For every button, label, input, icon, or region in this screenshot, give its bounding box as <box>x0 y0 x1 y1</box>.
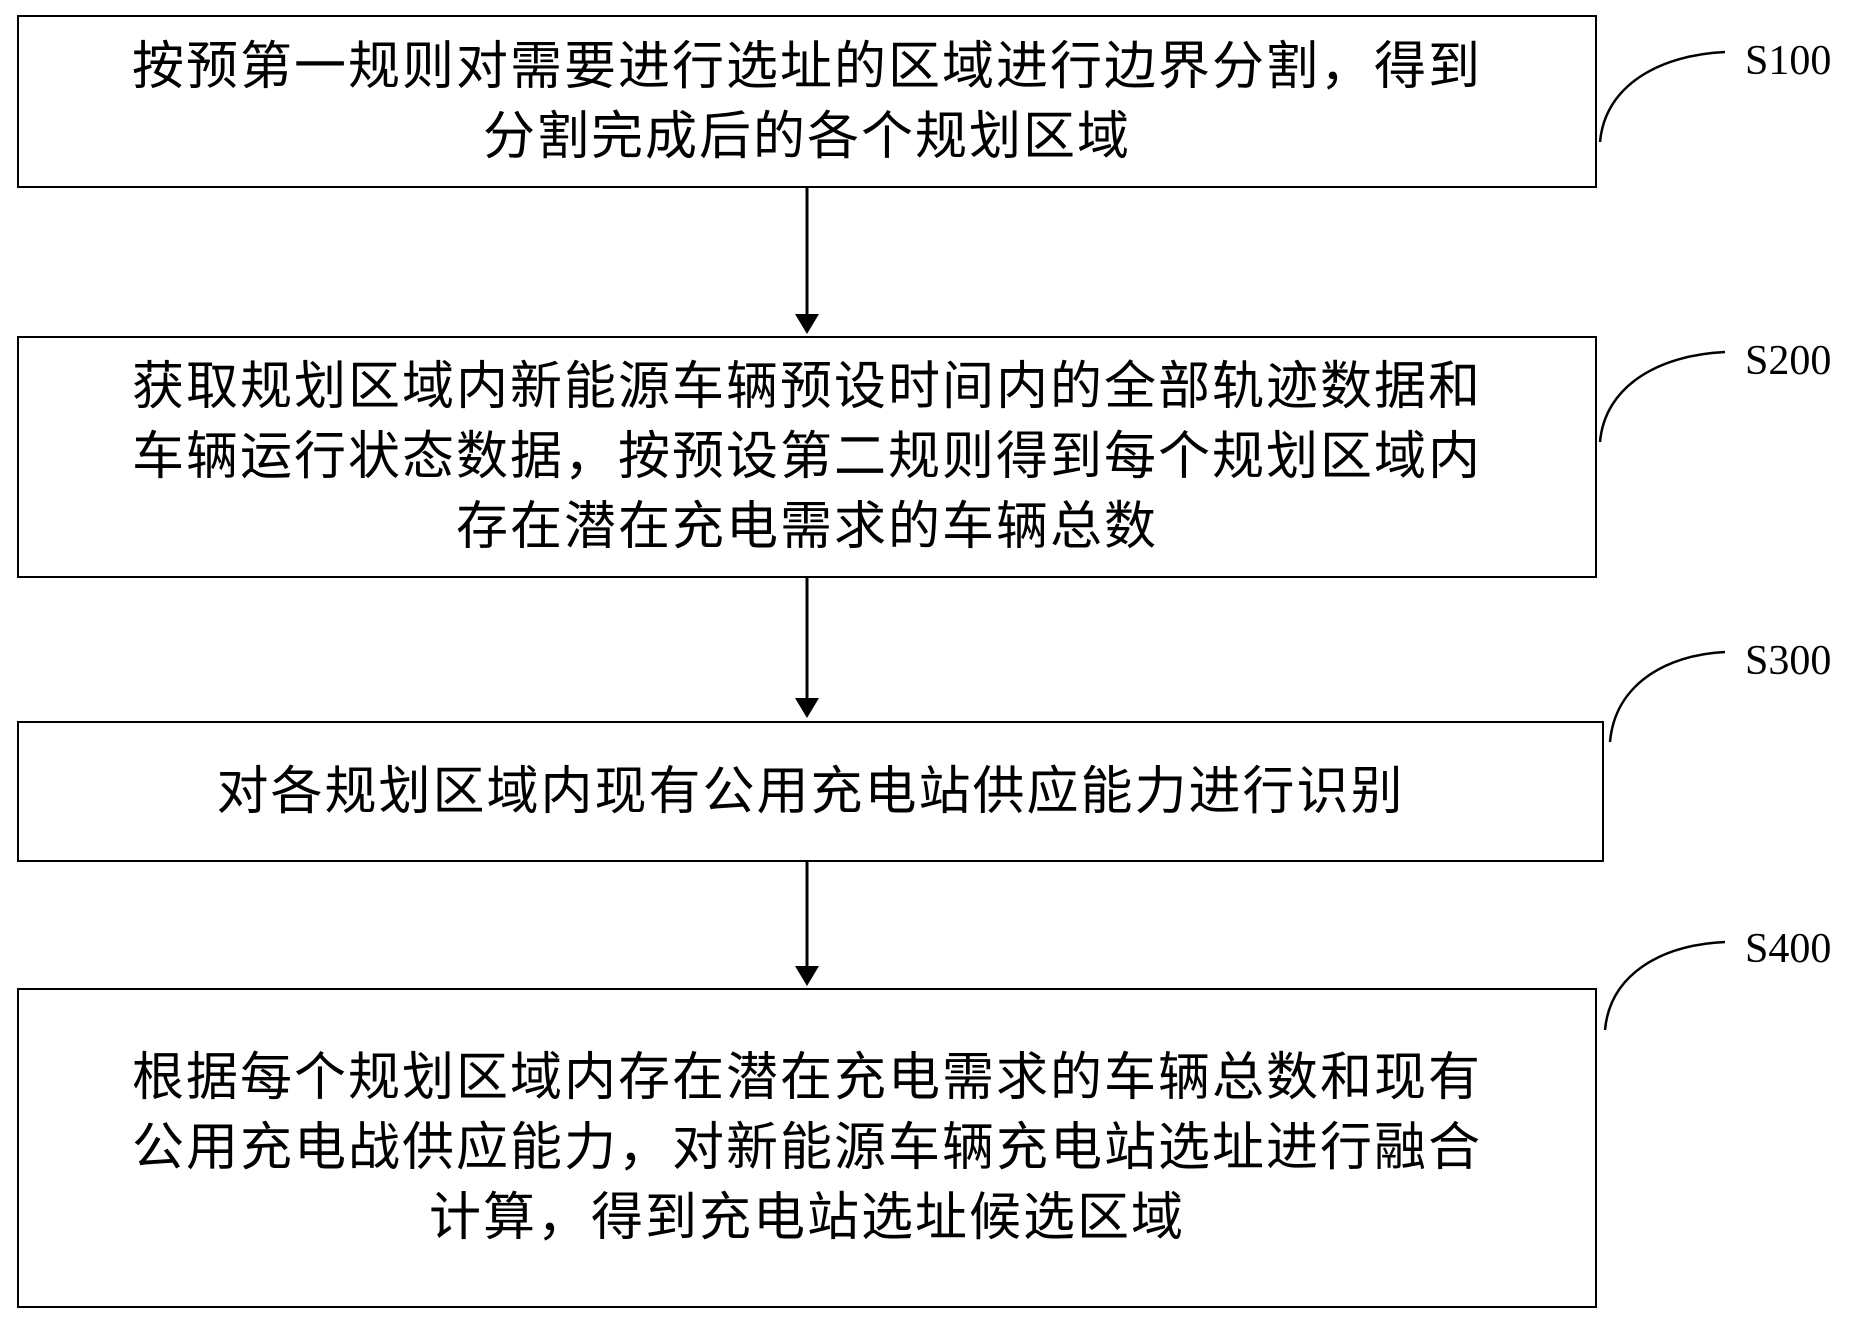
step-box-s400: 根据每个规划区域内存在潜在充电需求的车辆总数和现有 公用充电战供应能力，对新能源… <box>17 988 1597 1308</box>
leader-curve-s200 <box>1598 350 1726 443</box>
step-text-s200: 获取规划区域内新能源车辆预设时间内的全部轨迹数据和 车辆运行状态数据，按预设第二… <box>132 352 1482 562</box>
step-line: 车辆运行状态数据，按预设第二规则得到每个规划区域内 <box>131 427 1482 487</box>
step-line: 计算，得到充电站选址候选区域 <box>428 1188 1185 1248</box>
step-label-s200: S200 <box>1745 338 1832 384</box>
arrowhead-s300 <box>795 698 819 718</box>
step-text-s100: 按预第一规则对需要进行选址的区域进行边界分割，得到 分割完成后的各个规划区域 <box>132 32 1482 172</box>
step-label-s400: S400 <box>1745 926 1832 972</box>
step-box-s300: 对各规划区域内现有公用充电站供应能力进行识别 <box>17 721 1604 862</box>
step-line: 公用充电战供应能力，对新能源车辆充电站选址进行融合 <box>131 1118 1482 1178</box>
step-line: 按预第一规则对需要进行选址的区域进行边界分割，得到 <box>131 36 1482 97</box>
leader-curve-s300 <box>1608 650 1726 743</box>
step-label-s100: S100 <box>1745 38 1832 84</box>
arrowhead-s400 <box>795 966 819 986</box>
step-line: 存在潜在充电需求的车辆总数 <box>455 497 1158 557</box>
step-box-s200: 获取规划区域内新能源车辆预设时间内的全部轨迹数据和 车辆运行状态数据，按预设第二… <box>17 336 1597 578</box>
step-line: 根据每个规划区域内存在潜在充电需求的车辆总数和现有 <box>131 1048 1482 1108</box>
step-line: 对各规划区域内现有公用充电站供应能力进行识别 <box>216 761 1405 822</box>
step-text-s400: 根据每个规划区域内存在潜在充电需求的车辆总数和现有 公用充电战供应能力，对新能源… <box>132 1043 1482 1253</box>
leader-curve-s100 <box>1598 50 1726 143</box>
step-line: 获取规划区域内新能源车辆预设时间内的全部轨迹数据和 <box>131 357 1482 417</box>
step-label-s300: S300 <box>1745 638 1832 684</box>
leader-curve-s400 <box>1603 940 1726 1031</box>
step-text-s300: 对各规划区域内现有公用充电站供应能力进行识别 <box>216 757 1404 827</box>
arrowhead-s200 <box>795 314 819 334</box>
step-box-s100: 按预第一规则对需要进行选址的区域进行边界分割，得到 分割完成后的各个规划区域 <box>17 15 1597 188</box>
step-line: 分割完成后的各个规划区域 <box>482 106 1131 167</box>
